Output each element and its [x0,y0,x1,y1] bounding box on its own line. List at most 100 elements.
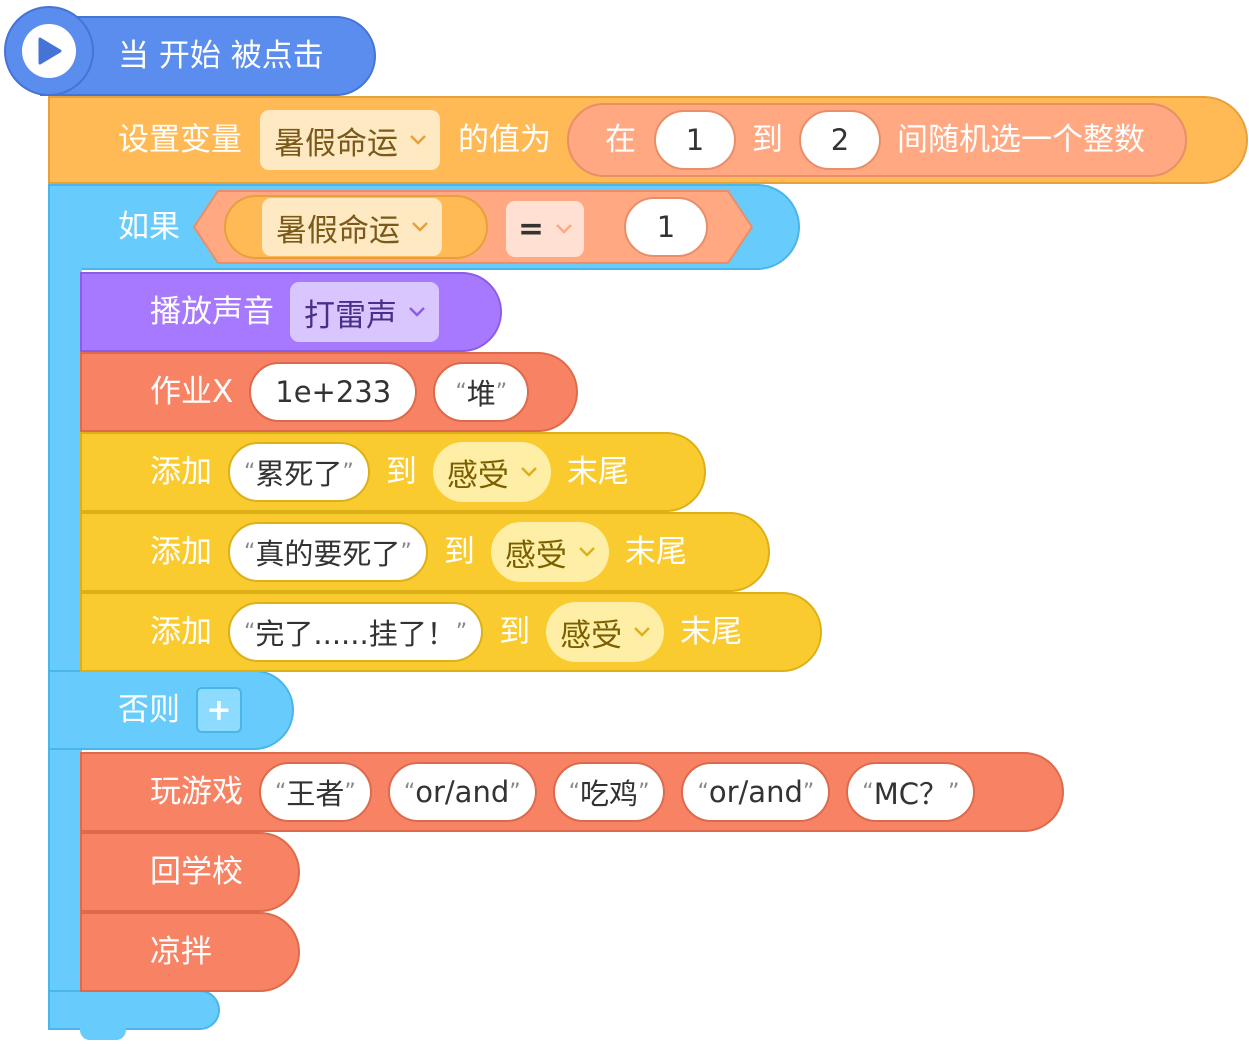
operator-symbol: = [518,211,544,247]
quote-open: “ [403,779,416,805]
quote-close: ” [342,459,354,485]
random-to-value: 2 [830,123,850,157]
game-arg-input[interactable]: “or/and” [387,762,537,822]
list-add-label: 添加 [150,613,212,650]
if-label: 如果 [118,208,180,245]
play-sound-label: 播放声音 [150,293,274,330]
homework-label: 作业X [150,373,234,410]
chevron-down-icon [410,135,426,145]
chevron-down-icon [634,627,651,637]
chevron-down-icon [520,467,537,477]
list-dropdown[interactable]: 感受 [490,522,609,582]
chevron-down-icon [578,547,595,557]
cold-mix-label: 凉拌 [150,933,212,970]
list-item-input[interactable]: “完了......挂了！” [228,602,484,662]
list-add-block-3[interactable]: 添加 “完了......挂了！” 到 感受 末尾 [80,592,822,672]
list-dropdown[interactable]: 感受 [432,442,551,502]
set-variable-block[interactable]: 设置变量 暑假命运 的值为 在 1 到 2 间随机选一个整数 [48,96,1248,184]
list-name: 感受 [446,457,509,494]
list-item-input[interactable]: “累死了” [228,442,370,502]
play-triangle-icon [38,37,62,65]
list-add-label: 添加 [150,453,212,490]
cold-mix-block[interactable]: 凉拌 [80,912,300,992]
game-arg-text: MC？ [873,777,948,811]
random-post-label: 间随机选一个整数 [897,121,1145,158]
homework-value: 1e+233 [275,375,392,409]
quote-close: ” [495,379,508,405]
plus-icon: + [206,692,232,728]
list-add-block-1[interactable]: 添加 “累死了” 到 感受 末尾 [80,432,706,512]
list-end-label: 末尾 [624,533,687,570]
if-arm [48,268,82,1008]
quote-close: ” [802,779,815,805]
else-add-button[interactable]: + [196,687,242,733]
game-arg-text: 吃鸡 [580,777,639,811]
back-school-block[interactable]: 回学校 [80,832,300,912]
quote-open: “ [568,779,581,805]
set-value-label: 的值为 [458,121,551,158]
quote-close: ” [638,779,650,805]
variable-dropdown[interactable]: 暑假命运 [262,198,442,256]
list-item-input[interactable]: “真的要死了” [228,522,428,582]
play-sound-block[interactable]: 播放声音 打雷声 [80,272,502,352]
list-end-label: 末尾 [680,613,743,650]
start-event-block[interactable]: 当 开始 被点击 [40,16,376,96]
set-variable-label: 设置变量 [118,121,242,158]
random-to-label: 到 [752,121,783,158]
list-name: 感受 [504,537,567,574]
random-reporter[interactable]: 在 1 到 2 间随机选一个整数 [567,103,1187,177]
else-label: 否则 [118,691,180,728]
quote-open: “ [244,459,256,485]
list-name: 感受 [560,617,623,654]
quote-close: ” [947,779,960,805]
operator-dropdown[interactable]: = [506,201,584,257]
game-arg-input[interactable]: “or/and” [681,762,831,822]
list-item-text: 累死了 [255,457,343,491]
homework-text: 堆 [466,377,496,411]
set-variable-dropdown[interactable]: 暑假命运 [260,110,440,170]
play-game-label: 玩游戏 [150,773,243,810]
game-arg-text: or/and [708,775,803,809]
list-to-label: 到 [385,453,417,490]
list-add-block-2[interactable]: 添加 “真的要死了” 到 感受 末尾 [80,512,770,592]
variable-name: 暑假命运 [276,212,400,249]
list-item-text: 完了......挂了！ [255,617,456,651]
quote-open: “ [697,779,709,805]
homework-value-input[interactable]: 1e+233 [249,362,418,422]
quote-open: “ [244,619,256,645]
random-to-input[interactable]: 2 [799,110,881,170]
quote-open: “ [455,379,467,405]
game-arg-text: 王者 [286,777,345,811]
quote-close: ” [400,539,412,565]
compare-value: 1 [656,210,676,244]
play-icon[interactable] [4,6,94,96]
list-end-label: 末尾 [566,453,629,490]
sound-dropdown[interactable]: 打雷声 [290,282,439,342]
condition-hexagon[interactable]: 暑假命运 = 1 [192,189,754,265]
chevron-down-icon [409,307,425,317]
list-to-label: 到 [499,613,531,650]
homework-text-input[interactable]: “堆” [433,362,530,422]
if-else-block[interactable]: 如果 暑假命运 = 1 [48,184,800,270]
quote-close: ” [455,619,468,645]
play-game-block[interactable]: 玩游戏 “王者” “or/and” “吃鸡” “or/and” “MC？” [80,752,1064,832]
bottom-notch [80,1028,126,1040]
sound-name: 打雷声 [304,297,397,334]
game-arg-input[interactable]: “吃鸡” [552,762,666,822]
set-variable-name: 暑假命运 [274,125,398,162]
random-from-value: 1 [685,123,705,157]
homework-block[interactable]: 作业X 1e+233 “堆” [80,352,578,432]
back-school-label: 回学校 [150,853,243,890]
list-dropdown[interactable]: 感受 [546,602,665,662]
event-label: 当 开始 被点击 [118,37,324,74]
if-bottom-cap [48,990,220,1030]
variable-reporter[interactable]: 暑假命运 [224,195,488,259]
game-arg-input[interactable]: “王者” [259,762,372,822]
quote-open: “ [244,539,256,565]
else-row[interactable]: 否则 + [48,670,294,750]
game-arg-input[interactable]: “MC？” [846,762,976,822]
play-icon-disc [22,24,76,78]
compare-value-input[interactable]: 1 [624,197,708,257]
list-item-text: 真的要死了 [255,537,401,571]
random-from-input[interactable]: 1 [654,110,736,170]
